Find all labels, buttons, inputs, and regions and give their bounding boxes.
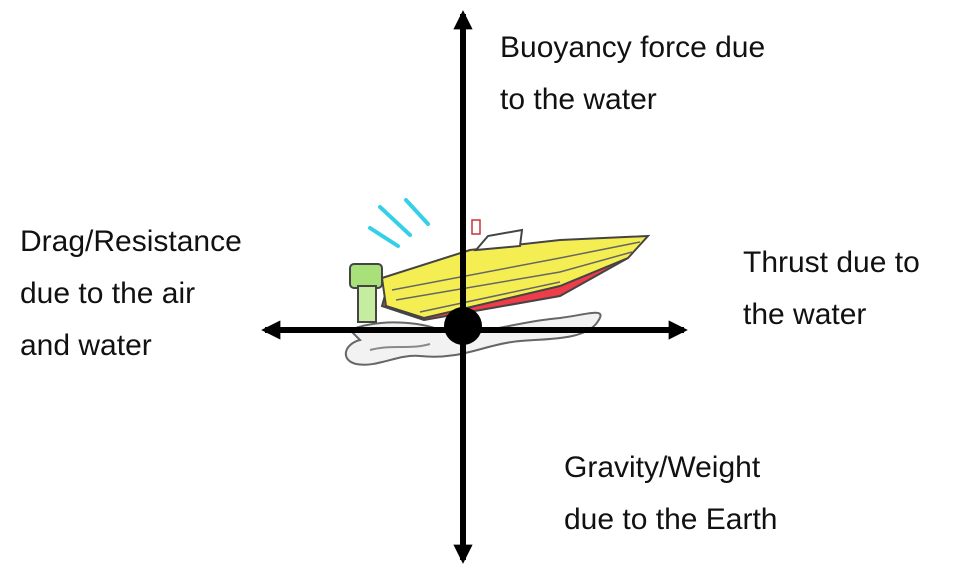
- gravity-label-line-2: due to the Earth: [564, 503, 778, 536]
- drag-label-line-2: due to the air: [20, 277, 196, 310]
- gravity-label-line-1: Gravity/Weight: [564, 451, 761, 484]
- drag-label-line-3: and water: [20, 329, 152, 362]
- buoyancy-label-line-2: to the water: [500, 83, 657, 116]
- force-arrows: [261, 10, 688, 564]
- gravity-label: Gravity/Weight due to the Earth: [564, 442, 778, 546]
- drag-label-line-1: Drag/Resistance: [20, 225, 242, 258]
- thrust-label-line-1: Thrust due to: [743, 246, 920, 279]
- thrust-label: Thrust due to the water: [743, 237, 920, 341]
- thrust-label-line-2: the water: [743, 298, 867, 331]
- buoyancy-label-line-1: Buoyancy force due: [500, 31, 766, 64]
- center-of-mass-point: [444, 307, 482, 345]
- boat-icon: [349, 219, 651, 323]
- speed-lines-icon: [368, 198, 430, 248]
- drag-label: Drag/Resistance due to the air and water: [20, 216, 242, 372]
- buoyancy-label: Buoyancy force due to the water: [500, 22, 765, 126]
